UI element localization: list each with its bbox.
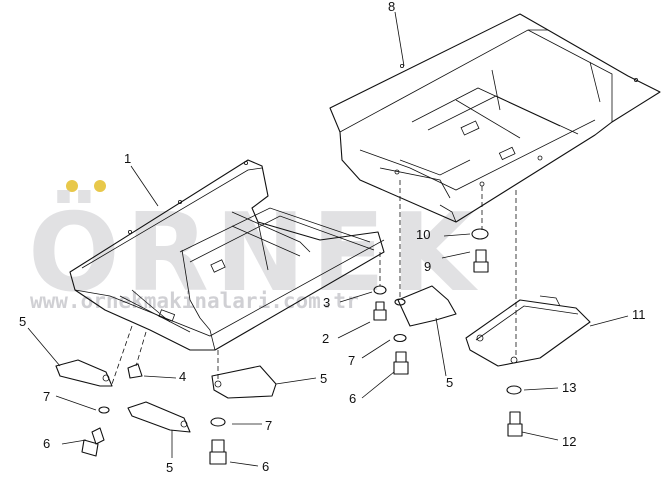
callout-11: 11 — [632, 307, 646, 322]
callout-5-bottom: 5 — [166, 460, 173, 475]
bolt-6-right — [393, 351, 409, 375]
callout-2: 2 — [322, 331, 329, 346]
callout-7-right: 7 — [348, 353, 355, 368]
leader-lines — [27, 11, 629, 467]
plate-left-upper — [55, 359, 113, 387]
callout-6-left: 6 — [43, 436, 50, 451]
part-1-front-guard — [69, 159, 385, 351]
bolt-6-center — [209, 439, 227, 465]
washer-7-center — [210, 417, 226, 427]
callout-6-right: 6 — [349, 391, 356, 406]
callout-5-center: 5 — [320, 371, 327, 386]
plate-center — [211, 365, 277, 399]
bolt-6-left — [81, 427, 105, 457]
bolt-9 — [473, 249, 489, 273]
callout-8: 8 — [388, 0, 395, 14]
watermark-dot — [66, 180, 78, 192]
part-8-rear-guard — [329, 13, 661, 223]
watermark-dot — [94, 180, 106, 192]
bolt-12 — [507, 411, 523, 437]
watermark-url: www.ornekmakinalari.com.tr — [30, 289, 359, 313]
bolt-2 — [373, 301, 387, 321]
callout-4: 4 — [179, 369, 186, 384]
washer-10 — [471, 228, 489, 240]
callout-7-center: 7 — [265, 418, 272, 433]
plate-left-lower — [127, 401, 191, 433]
part-5-cover-plates — [55, 285, 457, 433]
washer-7-right — [393, 333, 407, 343]
watermark: ÖRNEK www.ornekmakinalari.com.tr — [28, 180, 475, 316]
callout-3: 3 — [323, 295, 330, 310]
callout-9: 9 — [424, 259, 431, 274]
washer-7-left — [98, 406, 110, 414]
assembly-lines — [111, 180, 517, 385]
callout-1: 1 — [124, 151, 131, 166]
callout-10: 10 — [416, 227, 430, 242]
plate-right — [397, 285, 457, 327]
part-11-cover-plate — [465, 295, 591, 367]
callout-6-center: 6 — [262, 459, 269, 474]
callout-5-left: 5 — [19, 314, 26, 329]
callout-7-left: 7 — [43, 389, 50, 404]
callouts: 1 2 3 4 5 5 5 5 6 6 6 7 7 7 8 9 10 11 12… — [19, 0, 646, 475]
cap-4 — [127, 363, 143, 379]
hardware — [81, 228, 523, 465]
washer-plate — [394, 298, 406, 306]
callout-13: 13 — [562, 380, 576, 395]
callout-5-right: 5 — [446, 375, 453, 390]
callout-12: 12 — [562, 434, 576, 449]
washer-13 — [506, 385, 522, 395]
